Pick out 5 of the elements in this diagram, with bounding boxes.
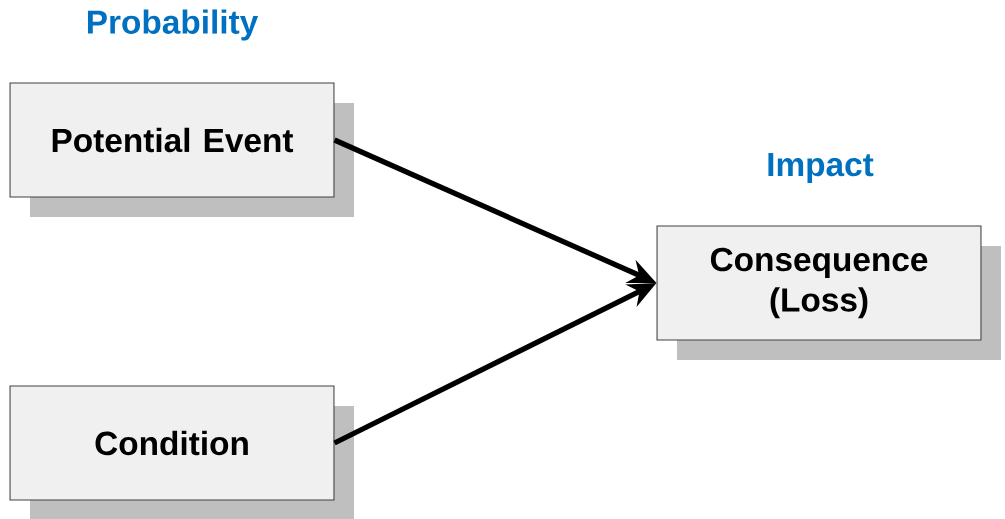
heading: Impact (768, 153, 874, 183)
process-box: Condition (9, 385, 354, 519)
process-box: Consequence (Loss) (656, 225, 1001, 360)
heading: Probability (88, 9, 259, 41)
process-box: Potential Event (9, 82, 354, 217)
